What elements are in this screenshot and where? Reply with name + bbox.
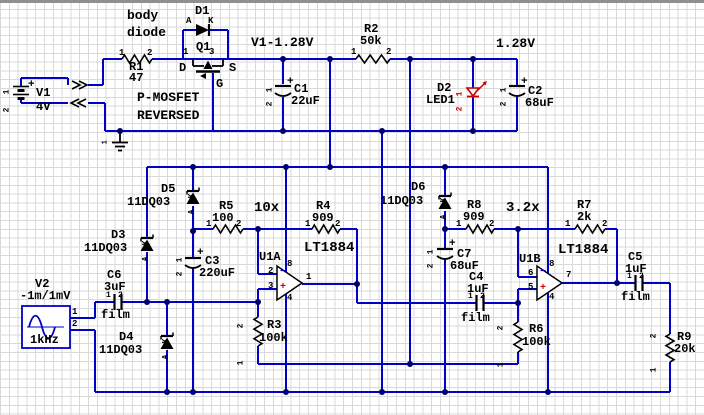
window-edge — [0, 0, 704, 3]
